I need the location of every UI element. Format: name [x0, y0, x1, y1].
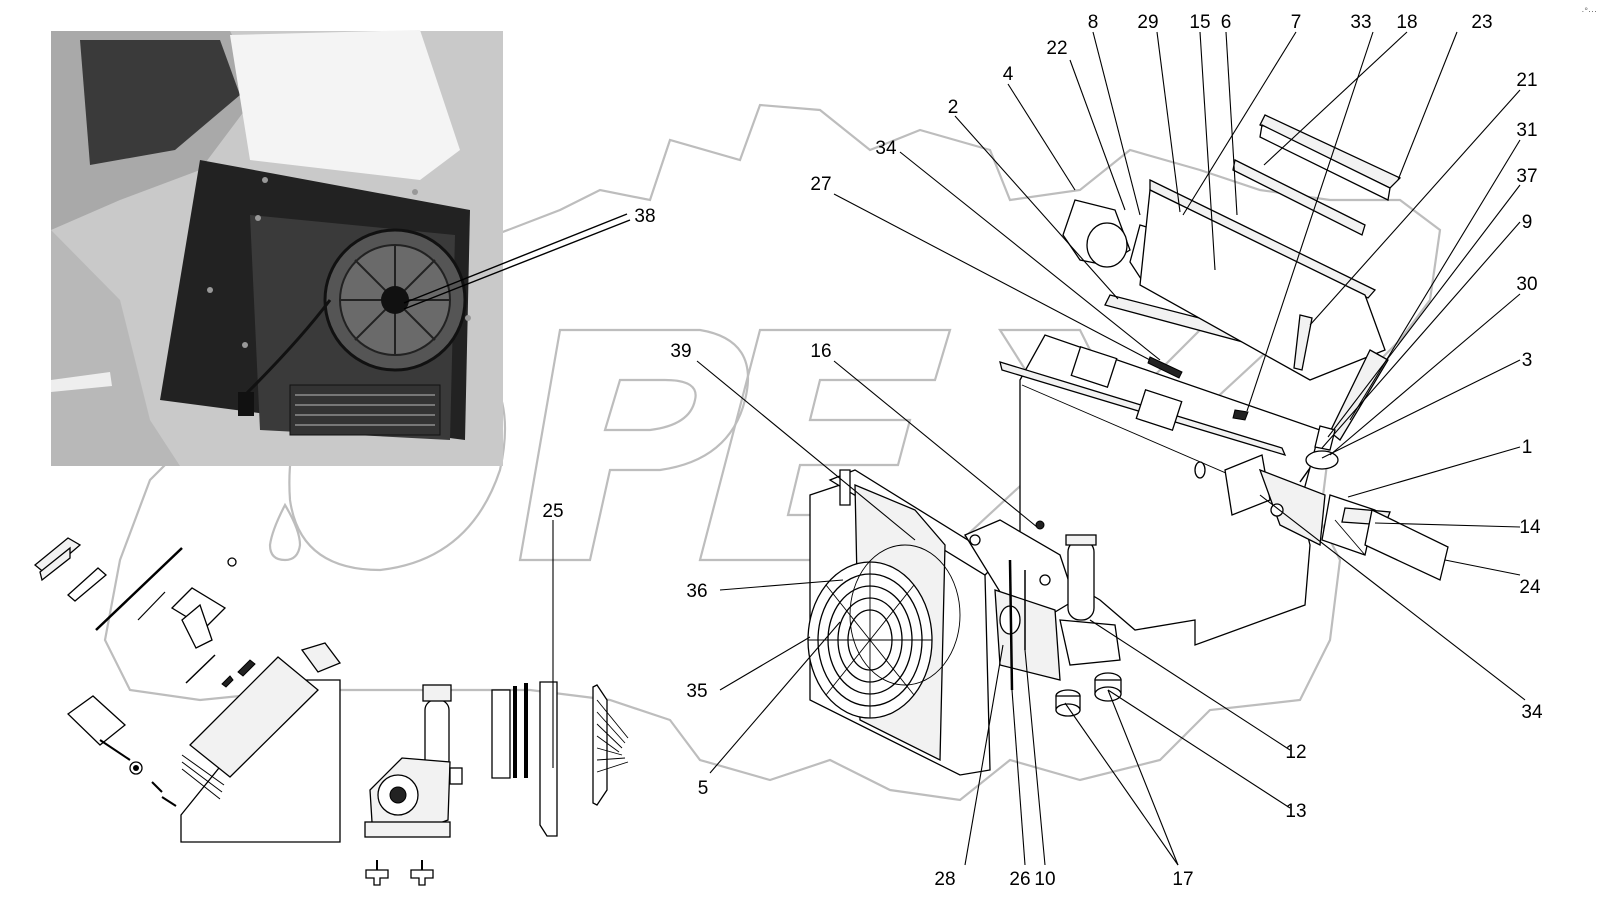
corner-mark: ·°···: [1581, 6, 1597, 16]
callout-38: 38: [634, 206, 655, 227]
callout-29: 29: [1137, 12, 1158, 33]
callout-1: 1: [1522, 437, 1533, 458]
callout-31: 31: [1516, 120, 1537, 141]
callout-25: 25: [542, 501, 563, 522]
callout-3: 3: [1522, 350, 1533, 371]
callout-9: 9: [1522, 212, 1533, 233]
callout-27: 27: [810, 174, 831, 195]
callout-7: 7: [1291, 12, 1302, 33]
callout-33: 33: [1350, 12, 1371, 33]
callout-22: 22: [1046, 38, 1067, 59]
callout-labels: 1 2 3 4 5 6 7 8 9 10 12 13 14 15 16 17 1…: [542, 6, 1597, 890]
callout-24: 24: [1519, 577, 1541, 598]
callout-34a: 34: [875, 138, 897, 159]
callout-18: 18: [1396, 12, 1417, 33]
callout-10: 10: [1034, 869, 1055, 890]
main-hvac-unit: [807, 114, 1449, 776]
callout-34b: 34: [1521, 702, 1543, 723]
callout-36: 36: [686, 581, 707, 602]
callout-4: 4: [1003, 64, 1014, 85]
photo-inset: [51, 30, 503, 466]
callout-30: 30: [1516, 274, 1537, 295]
callout-39: 39: [670, 341, 691, 362]
small-parts-exploded: [33, 537, 629, 886]
callout-35: 35: [686, 681, 707, 702]
callout-28: 28: [934, 869, 955, 890]
callout-26: 26: [1009, 869, 1030, 890]
callout-23: 23: [1471, 12, 1492, 33]
callout-14: 14: [1519, 517, 1541, 538]
callout-21: 21: [1516, 70, 1537, 91]
callout-8: 8: [1088, 12, 1099, 33]
callout-5: 5: [698, 778, 709, 799]
callout-15: 15: [1189, 12, 1210, 33]
callout-17: 17: [1172, 869, 1193, 890]
callout-6: 6: [1221, 12, 1232, 33]
callout-2: 2: [948, 97, 959, 118]
callout-16: 16: [810, 341, 831, 362]
leader-lines: [403, 31, 1526, 866]
callout-12: 12: [1285, 742, 1306, 763]
callout-13: 13: [1285, 801, 1306, 822]
watermark-gear: [103, 103, 1442, 802]
callout-37: 37: [1516, 166, 1537, 187]
